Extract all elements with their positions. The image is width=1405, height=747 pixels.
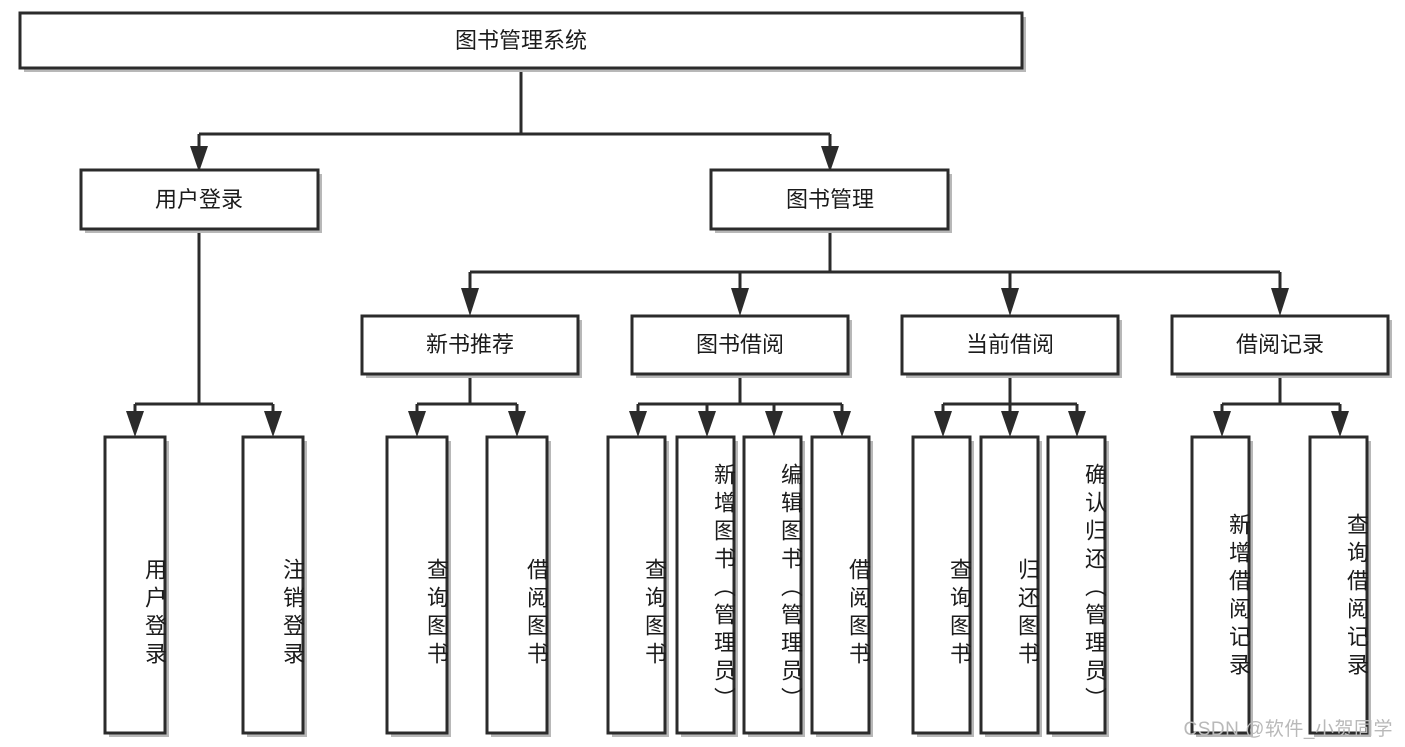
root-box[interactable] [18, 11, 1024, 70]
arrow-user-login-to-leaf-2 [264, 411, 282, 437]
arrow-to-current-borrow [1001, 288, 1019, 316]
leaf-box-cb-1[interactable] [911, 435, 972, 735]
arrow-to-borrow-record [1271, 288, 1289, 316]
new-book-recommend-box[interactable] [360, 314, 580, 376]
node-borrow-record[interactable]: 借阅记录 [1170, 314, 1392, 378]
edge-user-login-bus [133, 233, 275, 418]
root-label: 图书管理系统 [455, 28, 587, 53]
leaf-box-cb-2[interactable] [979, 435, 1040, 735]
book-borrow-label: 图书借阅 [696, 332, 784, 357]
current-borrow-label: 当前借阅 [966, 332, 1054, 357]
arrow-user-login-to-leaf-1 [126, 411, 144, 437]
arrow-bb-leaf-4 [833, 411, 851, 437]
arrow-br-leaf-1 [1213, 411, 1231, 437]
arrow-bb-leaf-3 [765, 411, 783, 437]
new-book-recommend-label: 新书推荐 [426, 332, 514, 357]
leaf-box-user-login-2[interactable] [241, 435, 305, 735]
arrow-bb-leaf-2 [698, 411, 716, 437]
book-manage-label: 图书管理 [786, 187, 874, 212]
node-book-manage[interactable]: 图书管理 [709, 168, 952, 233]
arrow-cb-leaf-2 [1001, 411, 1019, 437]
edge-book-borrow-bus [636, 378, 844, 418]
leaf-box-nbr-2[interactable] [485, 435, 549, 735]
borrow-record-label: 借阅记录 [1236, 332, 1324, 357]
book-borrow-box[interactable] [630, 314, 850, 376]
edge-borrow-record-bus [1220, 378, 1342, 418]
arrow-to-new-book-recommend [461, 288, 479, 316]
leaf-box-nbr-1[interactable] [385, 435, 449, 735]
current-borrow-box[interactable] [900, 314, 1120, 376]
leaf-box-bb-2[interactable] [675, 435, 736, 735]
arrow-nbr-leaf-2 [508, 411, 526, 437]
edges-layer [126, 69, 1349, 437]
user-login-label: 用户登录 [155, 187, 243, 212]
borrow-record-box[interactable] [1170, 314, 1390, 376]
edge-root-bus [197, 69, 832, 155]
arrow-cb-leaf-3 [1068, 411, 1086, 437]
arrow-root-to-user-login [190, 146, 208, 172]
leaf-box-bb-3[interactable] [742, 435, 803, 735]
arrow-br-leaf-2 [1331, 411, 1349, 437]
arrow-root-to-book-manage [821, 146, 839, 172]
edge-new-book-recommend-bus [415, 378, 519, 418]
node-root[interactable]: 图书管理系统 [18, 11, 1026, 72]
leaf-box-bb-4[interactable] [810, 435, 871, 735]
arrow-nbr-leaf-1 [408, 411, 426, 437]
user-login-box[interactable] [79, 168, 320, 231]
leaf-boxes-layer [103, 435, 1371, 737]
leaf-box-user-login-1[interactable] [103, 435, 167, 735]
leaf-box-br-2[interactable] [1308, 435, 1369, 735]
edge-book-manage-bus [468, 233, 1282, 292]
leaf-box-br-1[interactable] [1190, 435, 1251, 735]
leaf-box-bb-1[interactable] [606, 435, 667, 735]
node-current-borrow[interactable]: 当前借阅 [900, 314, 1122, 378]
leaf-box-cb-3[interactable] [1046, 435, 1107, 735]
arrow-bb-leaf-1 [629, 411, 647, 437]
arrow-to-book-borrow [731, 288, 749, 316]
node-user-login[interactable]: 用户登录 [79, 168, 322, 233]
arrow-cb-leaf-1 [934, 411, 952, 437]
book-manage-box[interactable] [709, 168, 950, 231]
csdn-watermark: CSDN @软件_小贺同学 [1183, 719, 1393, 740]
node-new-book-recommend[interactable]: 新书推荐 [360, 314, 582, 378]
node-book-borrow[interactable]: 图书借阅 [630, 314, 852, 378]
